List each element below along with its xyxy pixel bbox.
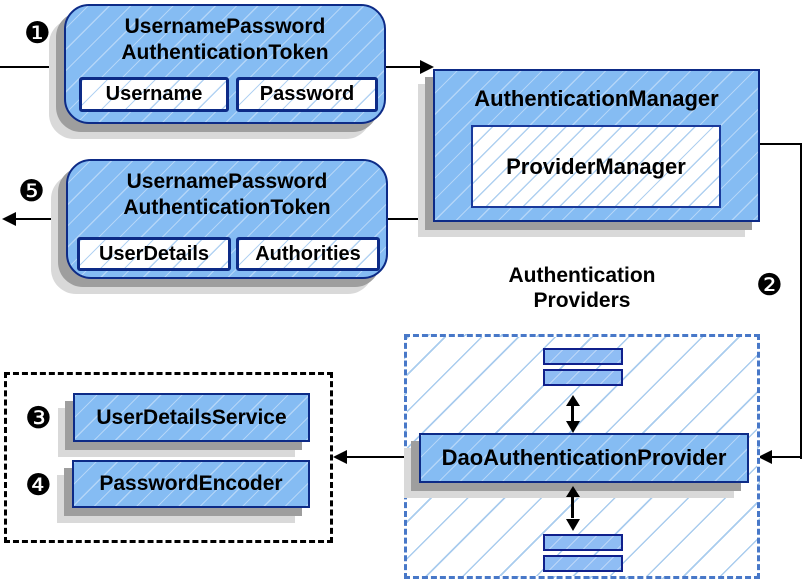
- flow2-line-bottom: [772, 456, 801, 458]
- provider-placeholder-bar-3: [543, 534, 623, 551]
- authorities-field: Authorities: [236, 237, 380, 271]
- provider-placeholder-bar-1: [543, 348, 623, 365]
- flow1-arrowhead-icon: [420, 60, 434, 74]
- flow1-line-left: [0, 66, 66, 68]
- step-4-badge: ❹: [25, 468, 52, 503]
- userdetailsservice-box: UserDetailsService: [73, 393, 310, 442]
- services-dashed-box: [4, 372, 333, 543]
- response-token-title-line2: AuthenticationToken: [123, 196, 331, 219]
- providers-group-label: Authentication Providers: [462, 263, 702, 313]
- providers-group-label-line2: Providers: [533, 289, 631, 312]
- authentication-manager-title: AuthenticationManager: [474, 86, 719, 111]
- step-2-badge: ❷: [756, 268, 783, 303]
- password-field: Password: [236, 77, 378, 112]
- response-token-title-line1: UsernamePassword: [126, 170, 328, 193]
- double-arrow-top-shaft: [571, 404, 574, 424]
- authentication-manager-box: AuthenticationManager ProviderManager: [433, 69, 760, 222]
- username-field: Username: [79, 77, 229, 112]
- provider-manager-box: ProviderManager: [471, 125, 721, 208]
- flow5-line-left: [16, 218, 66, 220]
- flow5-arrowhead-icon: [2, 212, 16, 226]
- flow1-line-right: [386, 66, 422, 68]
- double-arrow-bottom-up-icon: [566, 486, 580, 497]
- userdetails-field: UserDetails: [77, 237, 231, 271]
- step-5-badge: ❺: [18, 174, 45, 209]
- providers-group-label-line1: Authentication: [508, 264, 656, 287]
- flow2-line-vertical: [800, 143, 802, 459]
- double-arrow-top-down-icon: [566, 421, 580, 433]
- step-3-badge: ❸: [25, 401, 52, 436]
- flow34-line: [347, 456, 404, 458]
- flow34-arrowhead-icon: [333, 450, 347, 464]
- flow2-arrowhead-icon: [758, 450, 772, 464]
- double-arrow-bottom-down-icon: [566, 519, 580, 531]
- flow5-line-right: [388, 218, 434, 220]
- response-token-title: UsernamePassword AuthenticationToken: [68, 169, 386, 221]
- double-arrow-top-up-icon: [566, 395, 580, 406]
- dao-authentication-provider-box: DaoAuthenticationProvider: [419, 433, 749, 483]
- double-arrow-bottom-shaft: [571, 496, 574, 518]
- request-token-title-line2: AuthenticationToken: [121, 41, 329, 64]
- passwordencoder-box: PasswordEncoder: [72, 460, 310, 508]
- flow2-line-top: [758, 143, 802, 145]
- response-token-box: UsernamePassword AuthenticationToken Use…: [66, 159, 388, 279]
- provider-placeholder-bar-4: [543, 555, 623, 572]
- request-token-title-line1: UsernamePassword: [124, 15, 326, 38]
- step-1-badge: ❶: [24, 16, 51, 51]
- request-token-box: UsernamePassword AuthenticationToken Use…: [64, 4, 386, 124]
- request-token-title: UsernamePassword AuthenticationToken: [66, 14, 384, 66]
- provider-placeholder-bar-2: [543, 369, 623, 386]
